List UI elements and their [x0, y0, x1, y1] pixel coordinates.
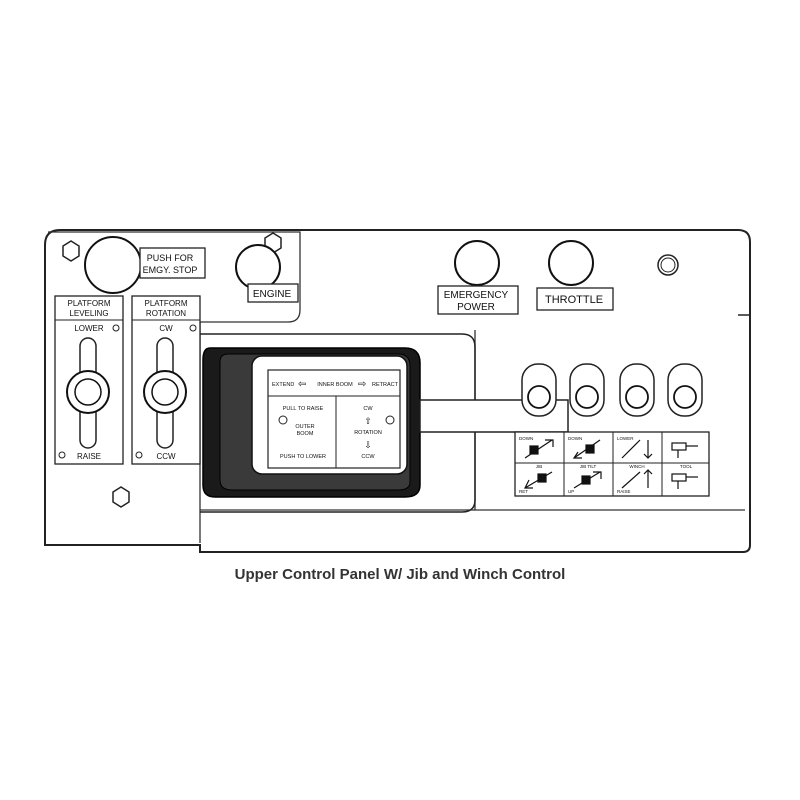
platform-leveling-title-1: PLATFORM: [68, 299, 111, 308]
boom-cw-label: CW: [363, 406, 373, 412]
jib-winch-toggle-switches: [521, 363, 703, 417]
platform-leveling-bottom-label: RAISE: [77, 452, 101, 461]
decal-mid-1: JIB: [536, 464, 543, 469]
decal-mid-3: WINCH: [629, 464, 644, 469]
boom-extend-arrow: ⇦: [298, 379, 306, 390]
throttle-label: THROTTLE: [545, 294, 603, 306]
boom-ccw-label: CCW: [361, 454, 375, 460]
hex-bolt-bottom: [112, 486, 130, 508]
boom-push-label: PUSH TO LOWER: [280, 454, 326, 460]
platform-leveling-top-label: LOWER: [74, 324, 104, 333]
decal-bottom-1: RET: [519, 489, 528, 494]
platform-rotation-title-2: ROTATION: [146, 309, 186, 318]
platform-leveling-indicator-bottom: [58, 451, 66, 459]
hex-bolt-right: [657, 254, 679, 276]
boom-rotation-label: ROTATION: [354, 430, 382, 436]
throttle-label-plate: [536, 287, 614, 311]
boom-retract-arrow: ⇨: [358, 379, 366, 390]
emergency-stop-label-plate: [139, 247, 206, 279]
platform-rotation-bottom-label: CCW: [156, 452, 176, 461]
engine-button[interactable]: [235, 244, 281, 290]
toggle-switch-winch[interactable]: [625, 385, 649, 409]
decal-top-3: LOWER: [617, 436, 634, 441]
decal-mid-2: JIB TILT: [580, 464, 597, 469]
platform-rotation-top-label: CW: [159, 324, 173, 333]
toggle-switch-tool[interactable]: [673, 385, 697, 409]
boom-controller-decal-inner: [267, 369, 401, 469]
throttle-button[interactable]: [548, 240, 594, 286]
emergency-stop-label-2: EMGY. STOP: [143, 265, 198, 275]
boom-right-indicator: [385, 415, 395, 425]
boom-down-arrow: ⇩: [364, 440, 372, 450]
boom-outer-label-1: OUTER: [295, 424, 314, 430]
left-sub-panel: [48, 231, 301, 543]
jib-winch-decal-grid: DOWN DOWN LOWER JIB JIB TILT WINCH TOOL …: [514, 431, 710, 497]
toggle-switch-jib[interactable]: [527, 385, 551, 409]
jib-tilt-down-icon: [572, 439, 601, 459]
jib-tilt-up-icon: [573, 471, 602, 489]
decal-bottom-2: UP: [568, 489, 574, 494]
emergency-power-label-2: POWER: [457, 302, 495, 313]
tool-bottom-icon: [671, 473, 698, 489]
platform-leveling-switch-knob[interactable]: [66, 370, 110, 414]
platform-rotation-title-1: PLATFORM: [145, 299, 188, 308]
decal-mid-4: TOOL: [680, 464, 693, 469]
emergency-power-label-1: EMERGENCY: [444, 290, 509, 301]
emergency-power-label-plate: [437, 285, 519, 315]
toggle-switch-jib-tilt[interactable]: [575, 385, 599, 409]
platform-rotation-indicator-bottom: [135, 451, 143, 459]
platform-rotation-indicator-top: [189, 324, 197, 332]
boom-extend-label: EXTEND: [272, 382, 294, 388]
tool-icon: [671, 442, 698, 458]
emergency-stop-label-1: PUSH FOR: [147, 253, 194, 263]
boom-up-arrow: ⇧: [364, 416, 372, 426]
winch-lower-icon: [621, 439, 653, 459]
diagram-caption: Upper Control Panel W/ Jib and Winch Con…: [234, 566, 566, 583]
platform-rotation-switch-knob[interactable]: [143, 370, 187, 414]
engine-label-plate: [247, 283, 299, 303]
emergency-power-button[interactable]: [454, 240, 500, 286]
boom-inner-label: INNER BOOM: [317, 382, 353, 388]
jib-retract-icon: [524, 471, 553, 489]
platform-rotation-switch-knob-inner: [151, 378, 179, 406]
platform-leveling-title-2: LEVELING: [69, 309, 108, 318]
hex-bolt-top-left: [62, 240, 80, 262]
boom-pull-label: PULL TO RAISE: [283, 406, 324, 412]
engine-label: ENGINE: [253, 289, 292, 300]
jib-up-icon: [524, 439, 554, 459]
hex-bolt-right-inner: [660, 257, 676, 273]
platform-leveling-indicator-top: [112, 324, 120, 332]
boom-retract-label: RETRACT: [372, 382, 399, 388]
winch-raise-icon: [621, 469, 653, 489]
decal-top-1: DOWN: [519, 436, 533, 441]
platform-leveling-switch-knob-inner: [74, 378, 102, 406]
decal-top-2: DOWN: [568, 436, 582, 441]
decal-bottom-3: RAISE: [617, 489, 631, 494]
emergency-stop-button[interactable]: [84, 236, 142, 294]
panel-outline: [44, 229, 751, 553]
boom-outer-label-2: BOOM: [297, 431, 314, 437]
boom-left-indicator: [278, 415, 288, 425]
